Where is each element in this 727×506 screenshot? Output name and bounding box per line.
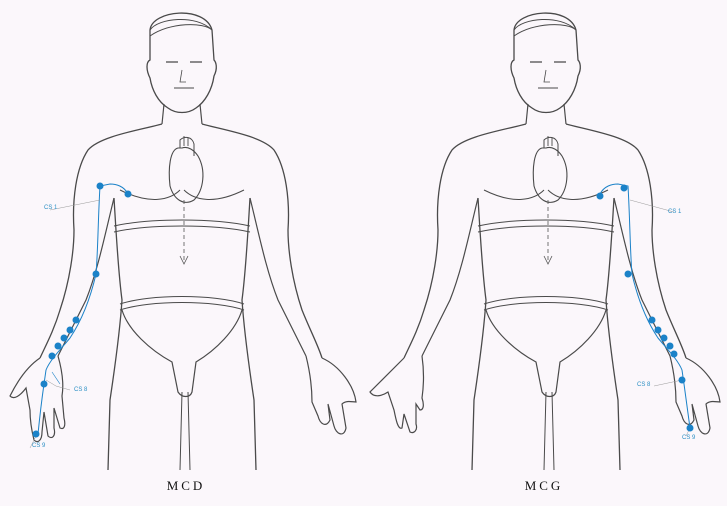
acupoints-mcd (32, 182, 132, 438)
cs8-label-mcd: CS 8 (74, 387, 88, 393)
figure-mcg (369, 12, 721, 471)
caption-mcg: MCG (524, 478, 564, 493)
meridian-line-mcg (599, 183, 691, 429)
cs1-label-mcd: CS 1 (44, 205, 58, 211)
caption-mcd: MCD (166, 478, 206, 493)
cs8-label-mcg: CS 8 (637, 382, 651, 388)
cs9-label-mcd: CS 9 (32, 443, 46, 449)
cs1-label-mcg: CS 1 (668, 209, 682, 215)
cs9-label-mcg: CS 9 (682, 435, 696, 441)
meridian-line-mcd (37, 183, 129, 435)
figure-mcd (9, 12, 357, 471)
acupoints-mcg (596, 184, 694, 432)
